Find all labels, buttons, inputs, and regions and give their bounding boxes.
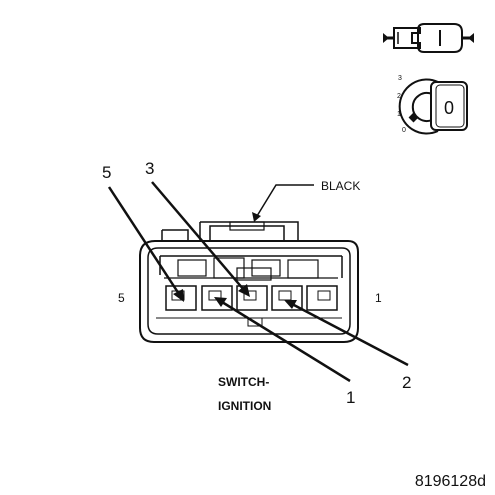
key-letter: 0 <box>444 98 454 118</box>
terminal-cavities <box>165 285 338 311</box>
figure-id: 8196128d <box>415 473 486 490</box>
callout-3: 3 <box>145 159 154 178</box>
cavity-side-label-left: 5 <box>118 291 125 305</box>
cavity-side-label-right: 1 <box>375 291 382 305</box>
callout-1: 1 <box>346 388 355 407</box>
plug-icon <box>383 23 474 53</box>
key-position-1: 1 <box>397 111 401 118</box>
color-label: BLACK <box>321 179 360 193</box>
ignition-key-icon: 3 2 1 0 0 <box>397 75 468 135</box>
key-position-0: 0 <box>402 127 406 134</box>
caption-line-1: SWITCH- <box>218 375 269 389</box>
callout-5: 5 <box>102 163 111 182</box>
callout-2: 2 <box>402 373 411 392</box>
key-position-2: 2 <box>397 93 401 100</box>
connector-body <box>139 221 359 343</box>
key-position-3: 3 <box>398 75 402 82</box>
caption-line-2: IGNITION <box>218 399 271 413</box>
